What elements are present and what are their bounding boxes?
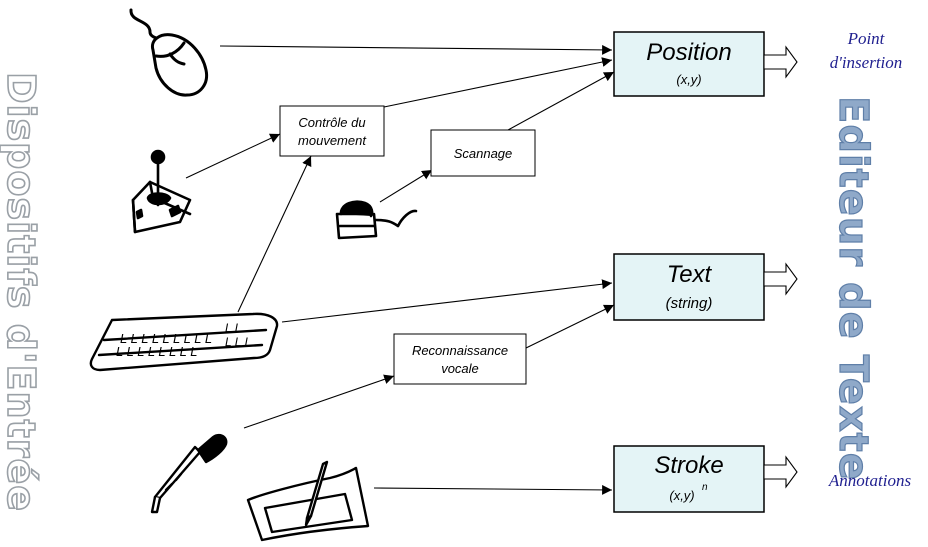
svg-text:L L: L L bbox=[225, 321, 241, 335]
output-text-sub: (string) bbox=[666, 295, 713, 312]
output-position-sub: (x,y) bbox=[676, 72, 701, 87]
scanner-icon bbox=[335, 200, 418, 240]
arrow-keyboard-motion bbox=[237, 155, 312, 313]
keyboard-icon: L L L L L L L L L L L L L L L L L L L L … bbox=[89, 312, 279, 372]
output-stroke-title: Stroke bbox=[654, 452, 723, 479]
box-motion-control: Contrôle du mouvement bbox=[279, 105, 385, 157]
joystick-icon bbox=[131, 149, 192, 234]
output-position: Position (x,y) bbox=[613, 31, 765, 97]
arrow-voice-text bbox=[525, 304, 615, 349]
left-vertical-title: Dispositifs d'Entrée bbox=[0, 72, 43, 512]
label-insertion-point-line1: Point bbox=[847, 29, 886, 48]
box-scan: Scannage bbox=[430, 129, 536, 177]
tablet-pen-icon bbox=[246, 460, 370, 542]
right-vertical-title: Editeur de Texte bbox=[830, 96, 876, 481]
svg-text:L L L: L L L bbox=[225, 335, 251, 349]
output-text: Text (string) bbox=[613, 253, 765, 321]
output-arrows bbox=[763, 45, 798, 489]
arrow-tablet-stroke bbox=[373, 484, 613, 495]
hollow-arrow-stroke bbox=[763, 455, 798, 489]
box-voice-recognition: Reconnaissance vocale bbox=[393, 333, 527, 385]
arrows bbox=[185, 44, 615, 495]
box-voice-line2: vocale bbox=[441, 361, 479, 376]
output-text-title: Text bbox=[667, 261, 713, 288]
output-position-title: Position bbox=[646, 39, 731, 66]
arrow-keyboard-text bbox=[281, 279, 613, 323]
output-stroke-sup: n bbox=[702, 482, 708, 493]
box-scan-label: Scannage bbox=[454, 146, 513, 161]
hollow-arrow-position bbox=[763, 45, 798, 79]
arrow-joystick-motion bbox=[185, 133, 281, 179]
svg-text:L L L L L L L L: L L L L L L L L bbox=[116, 344, 197, 359]
box-motion-line2: mouvement bbox=[298, 133, 367, 148]
output-stroke-sub: (x,y) bbox=[669, 488, 694, 503]
arrow-mouse-position bbox=[219, 44, 613, 55]
arrow-mic-voice bbox=[243, 374, 395, 429]
microphone-icon bbox=[150, 433, 228, 514]
svg-text:L L L L L L L L L: L L L L L L L L L bbox=[120, 331, 212, 346]
box-motion-line1: Contrôle du bbox=[298, 115, 365, 130]
arrow-scan-position bbox=[507, 71, 615, 131]
output-stroke: Stroke (x,y) n bbox=[613, 445, 765, 513]
arrow-scanner-scan bbox=[379, 169, 433, 203]
box-voice-line1: Reconnaissance bbox=[412, 343, 508, 358]
label-insertion-point-line2: d'insertion bbox=[830, 53, 903, 72]
hollow-arrow-text bbox=[763, 262, 798, 296]
arrow-motion-position bbox=[383, 57, 613, 108]
label-annotations: Annotations bbox=[828, 471, 912, 490]
mouse-icon bbox=[129, 8, 209, 97]
